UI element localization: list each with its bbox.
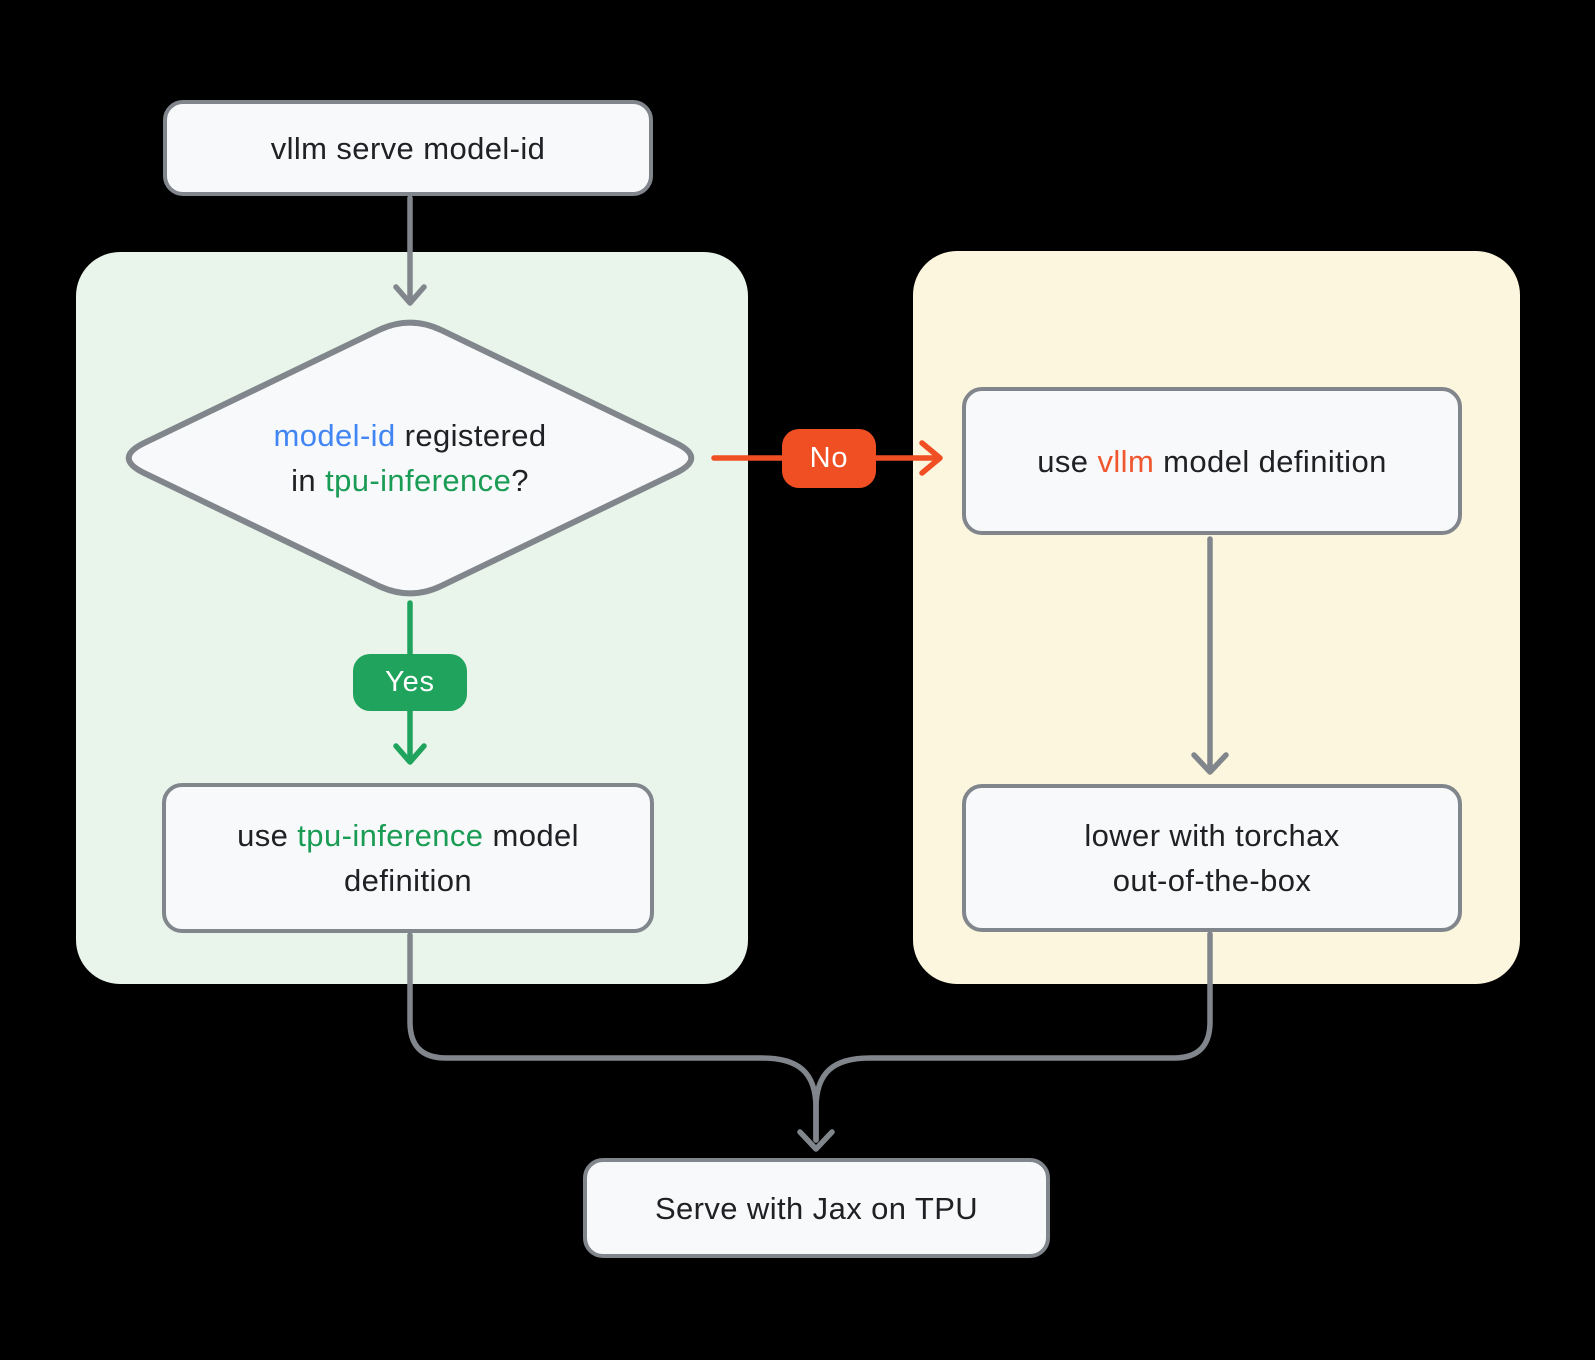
decision-line-1: model-id registered [274, 413, 547, 458]
yes-label-text: Yes [385, 666, 435, 698]
decision-registered-text: registered [395, 418, 547, 453]
node-use-vllm: use vllm model definition [962, 387, 1462, 535]
no-label-text: No [809, 442, 849, 474]
node-use-tpu-inference-label: use tpu-inference model definition [194, 813, 622, 903]
arrowhead-down-icon [393, 743, 427, 765]
node-start-label: vllm serve model-id [270, 130, 546, 166]
node-start: vllm serve model-id [163, 100, 653, 196]
model-definition-text: model definition [343, 818, 579, 898]
arrowhead-down-icon [1191, 752, 1229, 775]
tpu-inference-text: tpu-inference [297, 818, 484, 853]
decision-model-id-text: model-id [273, 418, 396, 453]
decision-question-mark: ? [511, 463, 529, 498]
arrowhead-down-icon [393, 284, 427, 306]
arrowhead-down-icon [797, 1129, 835, 1152]
arrowhead-right-icon [919, 440, 943, 476]
no-edge-label: No [782, 429, 876, 488]
yes-edge-label: Yes [353, 654, 467, 711]
node-serve: Serve with Jax on TPU [583, 1158, 1050, 1258]
use-text: use [1037, 443, 1098, 479]
node-torchax: lower with torchax out-of-the-box [962, 784, 1462, 932]
node-serve-label: Serve with Jax on TPU [654, 1190, 979, 1226]
node-use-tpu-inference: use tpu-inference model definition [162, 783, 654, 933]
decision-tpu-inference-text: tpu-inference [325, 463, 512, 498]
node-torchax-label: lower with torchax out-of-the-box [1084, 813, 1339, 903]
torchax-line-2: out-of-the-box [1112, 863, 1312, 898]
vllm-text: vllm [1097, 443, 1155, 479]
use-text: use [237, 818, 298, 853]
decision-in-text: in [291, 463, 326, 498]
node-use-vllm-label: use vllm model definition [1037, 439, 1386, 484]
edge-tpu-to-serve [407, 932, 819, 1143]
decision-diamond-shape [125, 319, 695, 597]
torchax-line-1: lower with torchax [1084, 818, 1340, 853]
edge-torchax-to-serve [813, 931, 1213, 1143]
decision-line-2: in tpu-inference? [291, 458, 529, 503]
model-definition-text: model definition [1154, 443, 1387, 479]
node-decision-label: model-id registered in tpu-inference? [160, 398, 660, 518]
